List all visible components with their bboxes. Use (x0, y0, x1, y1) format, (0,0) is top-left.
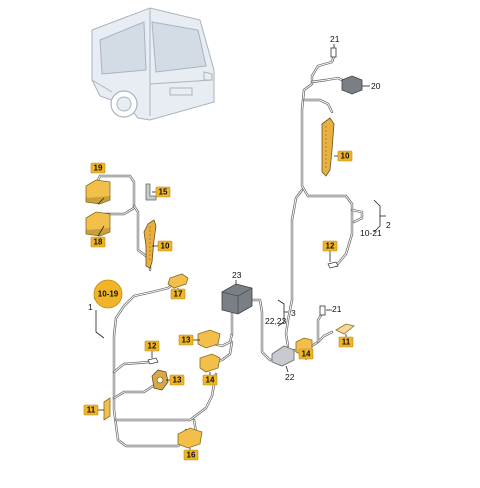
badge-10-left: 10 (157, 240, 173, 252)
vehicle-rear-illustration (91, 7, 215, 121)
badge-11-left-text: 11 (87, 406, 96, 415)
wiring-guide-10-right (321, 117, 335, 177)
badge-14-left-text: 14 (206, 376, 215, 385)
badge-16: 16 (183, 449, 199, 461)
label-20: 20 (371, 81, 381, 91)
badge-11-left: 11 (83, 404, 99, 416)
badge-19-text: 19 (94, 164, 103, 173)
badge-17-text: 17 (174, 290, 183, 299)
plug-21-top (330, 47, 337, 58)
control-unit-23 (221, 283, 253, 315)
connector-16 (177, 427, 203, 449)
label-1: 1 (88, 302, 93, 312)
badge-10-right: 10 (337, 150, 353, 162)
badge-17: 17 (170, 288, 186, 300)
badge-14-left: 14 (202, 374, 218, 386)
label-10-21: 10-21 (360, 228, 382, 238)
plug-21-lower (319, 305, 326, 316)
label-22: 22 (285, 372, 295, 382)
sensor-13-lower (151, 369, 169, 391)
badge-11-right: 11 (338, 336, 354, 348)
badge-13-upper: 13 (178, 334, 194, 346)
label-21-top: 21 (330, 34, 340, 44)
assembly-badge-10-19-text: 10-19 (98, 290, 119, 299)
connector-22 (271, 345, 295, 367)
label-2: 2 (386, 220, 391, 230)
connector-20 (341, 75, 363, 95)
badge-13-lower: 13 (169, 374, 185, 386)
badge-10-right-text: 10 (341, 152, 350, 161)
label-21-lower: 21 (332, 304, 342, 314)
wiring-guide-10-left (143, 219, 157, 269)
badge-10-left-text: 10 (161, 242, 170, 251)
grommet-11-right (335, 323, 355, 335)
label-22-23: 22,23 (265, 316, 287, 326)
badge-16-text: 16 (187, 451, 196, 460)
label-3: 3 (291, 308, 296, 318)
assembly-badge-10-19: 10-19 (93, 279, 123, 309)
connector-13-upper (197, 329, 221, 349)
badge-12-right-text: 12 (326, 242, 335, 251)
connector-17 (167, 273, 189, 289)
badge-18-text: 18 (94, 238, 103, 247)
connector-18 (85, 211, 111, 237)
label-23: 23 (232, 270, 242, 280)
grommet-11-left (103, 397, 111, 421)
badge-12-left: 12 (144, 340, 160, 352)
badge-13-upper-text: 13 (182, 336, 191, 345)
plug-12-left (147, 357, 159, 365)
badge-11-right-text: 11 (342, 338, 351, 347)
badge-12-left-text: 12 (148, 342, 157, 351)
connector-19 (85, 179, 111, 205)
left-harness (94, 174, 282, 448)
badge-14-right: 14 (298, 348, 314, 360)
badge-13-lower-text: 13 (173, 376, 182, 385)
badge-15: 15 (155, 186, 171, 198)
badge-15-text: 15 (159, 188, 168, 197)
badge-19: 19 (90, 162, 106, 174)
right-harness (284, 54, 364, 354)
badge-14-right-text: 14 (302, 350, 311, 359)
plug-12-right (327, 261, 339, 269)
connector-14-left (199, 353, 221, 373)
badge-18: 18 (90, 236, 106, 248)
badge-12-right: 12 (322, 240, 338, 252)
